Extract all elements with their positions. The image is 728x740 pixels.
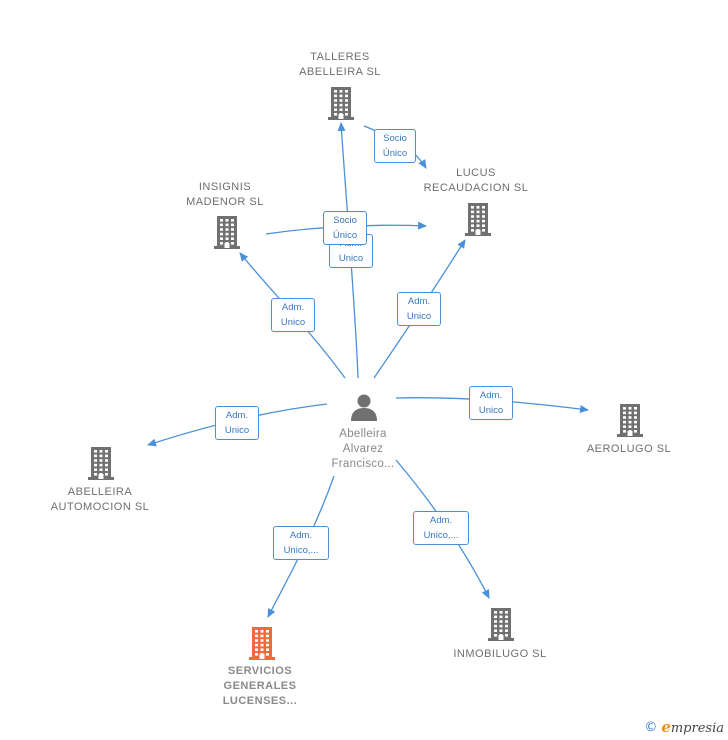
company-inmobilugo-icon[interactable]: [487, 606, 515, 642]
company-lucus-label[interactable]: LUCUS RECAUDACION SL: [423, 167, 529, 194]
company-servicios-label[interactable]: SERVICIOS GENERALES LUCENSES...: [222, 665, 298, 707]
edge-label-aerolugo[interactable]: Adm. Unico: [469, 386, 513, 420]
copyright-symbol: ©: [644, 719, 658, 735]
brand-initial: e: [661, 718, 671, 736]
company-insignis-icon[interactable]: [213, 214, 241, 250]
edge-label-talleres-lucus[interactable]: Socio Único: [374, 129, 416, 163]
company-aerolugo-label[interactable]: AEROLUGO SL: [586, 443, 672, 455]
center-person-name[interactable]: Abelleira Alvarez Francisco...: [331, 428, 395, 470]
brand-logo: © empresia: [644, 718, 724, 736]
company-lucus-icon[interactable]: [464, 201, 492, 237]
company-aerolugo-icon[interactable]: [616, 402, 644, 438]
company-inmobilugo-label[interactable]: INMOBILUGO SL: [453, 648, 547, 660]
company-abelleira-auto-icon[interactable]: [87, 445, 115, 481]
edge-label-lucus[interactable]: Adm. Unico: [397, 292, 441, 326]
edge-label-insignis-lucus[interactable]: Socio Único: [323, 211, 367, 245]
company-abelleira-auto-label[interactable]: ABELLEIRA AUTOMOCION SL: [50, 486, 150, 513]
edge-label-abelleira-auto[interactable]: Adm. Unico: [215, 406, 259, 440]
company-insignis-label[interactable]: INSIGNIS MADENOR SL: [186, 181, 264, 208]
company-servicios-icon[interactable]: [248, 625, 276, 661]
edge-label-insignis[interactable]: Adm. Unico: [271, 298, 315, 332]
edge-label-inmobilugo[interactable]: Adm. Unico,...: [413, 511, 469, 545]
company-talleres-label[interactable]: TALLERES ABELLEIRA SL: [299, 51, 381, 78]
company-talleres-icon[interactable]: [327, 85, 355, 121]
person-icon[interactable]: [349, 392, 379, 422]
brand-name: mpresia: [670, 721, 724, 736]
edge-label-servicios[interactable]: Adm. Unico,...: [273, 526, 329, 560]
